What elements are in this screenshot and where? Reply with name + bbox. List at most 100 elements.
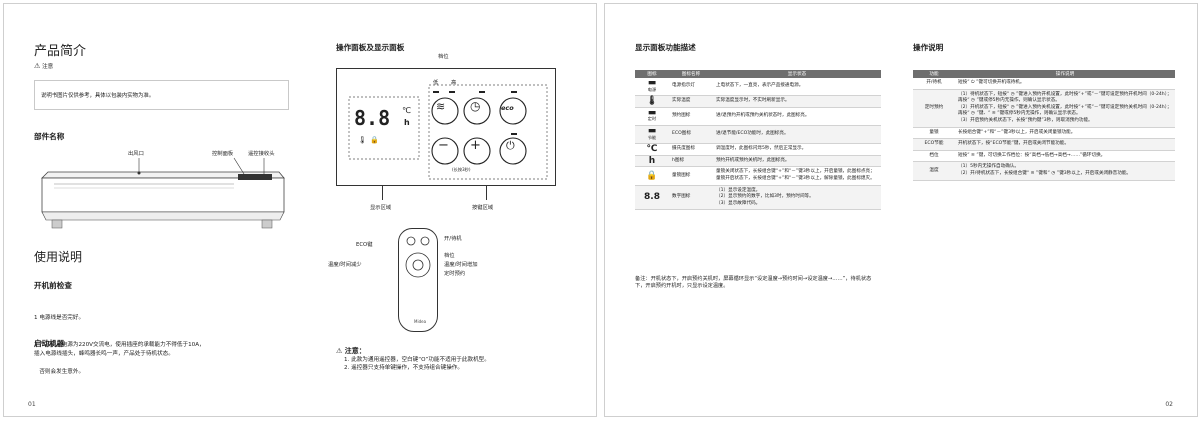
icon-cell: ℃ [635, 143, 669, 156]
remote-label-increase: 温度/时间增加 [444, 262, 478, 268]
label-low: 低 [433, 80, 439, 86]
unit-hour: h [404, 118, 410, 127]
desc-cell: （1）显示设定温度。 （2）显示预约的数字，比如3时，预约时间等。 （3）显示故… [713, 185, 881, 211]
icon-cell: h [635, 155, 669, 168]
desc-cell: 实际温度显示时，不实时刷新显示。 [713, 95, 881, 108]
table-row: ▬定时预约图标进/退预约开机或预约关机状态时，此图标亮。 [635, 107, 881, 126]
note-label: 注意 [42, 64, 54, 70]
part-label-panel: 控制面板 [212, 151, 234, 157]
table-header-cell: 图标 [635, 70, 669, 78]
precheck-item: 2 产品使用电源为220V交流电，使用插座的承载能力不得低于10A， [34, 342, 205, 348]
lock-icon: 🔒 [370, 136, 379, 144]
row-icon: ▬ [647, 78, 657, 88]
caution-heading: ⚠ 注意： [336, 346, 366, 356]
desc-cell: 上电状态下，一直亮，表示产品接通电源。 [713, 78, 881, 97]
name-cell: 电源指示灯 [669, 78, 713, 97]
intro-title: 产品简介 [34, 44, 87, 59]
power-icon: ⏻ [506, 139, 515, 152]
caution-item: 1. 此款为通用遥控器，空白键“O”功能不适用于此款机型。 [344, 357, 490, 363]
label-high: 高 [451, 80, 457, 86]
caution-item: 2. 遥控器只支持单键操作，不支持组合键操作。 [344, 365, 463, 371]
label-key-area: 按键区域 [472, 205, 494, 211]
operation-table: 功能 操作说明 开/待机短按“ ⏻ ”键可切换开机或待机。定时预约（1）待机状态… [913, 70, 1175, 181]
func-cell: ECO节能 [913, 138, 955, 151]
display-function-table: 图标 图标名称 显示状态 ▬电源电源指示灯上电状态下，一直亮，表示产品接通电源。… [635, 70, 881, 211]
desc-cell: 开机状态下，按“ECO节能”键，开启或关闭节能功能。 [955, 138, 1175, 151]
page-number-right: 02 [1165, 401, 1173, 408]
remote-label-decrease: 温度/时间减少 [328, 262, 362, 268]
table-row: ▬电源 电源指示灯上电状态下，一直亮，表示产品接通电源。 [635, 78, 881, 97]
desc-cell: 进/退预约开机或预约关机状态时，此图标亮。 [713, 107, 881, 126]
func-cell: 档位 [913, 150, 955, 163]
func-cell: 定时预约 [913, 89, 955, 128]
precheck-item: 否则会发生意外。 [34, 369, 85, 375]
label-display-area: 显示区域 [370, 205, 392, 211]
table2-title: 操作说明 [913, 43, 944, 52]
lock-hint: (长按3秒) [452, 167, 471, 172]
table-row: 温度（1）5秒内无操作自动确认。 （2）开/待机状态下，长按组合键“ ≋ ”键和… [913, 161, 1175, 181]
icon-cell: 🔒 [635, 166, 669, 186]
precheck-title: 开机前检查 [34, 281, 72, 290]
desc-cell: （1）5秒内无操作自动确认。 （2）开/待机状态下，长按组合键“ ≋ ”键和“ … [955, 161, 1175, 181]
table-header-cell: 操作说明 [955, 70, 1175, 78]
row-icon-sub: 节能 [647, 134, 657, 140]
name-cell: 预约图标 [669, 107, 713, 126]
icon-cell: 🌡 [635, 95, 669, 108]
remote-label-power: 开/待机 [444, 236, 462, 242]
start-text: 插入电源线插头，蜂鸣器长鸣一声，产品处于待机状态。 [34, 351, 174, 357]
name-cell: ECO图标 [669, 125, 713, 145]
row-icon: ▬ [647, 107, 657, 118]
icon-cell: 8.8 [635, 185, 669, 211]
warning-icon: ⚠ [336, 347, 343, 355]
desc-cell: 短按“ ⏻ ”键可切换开机或待机。 [955, 78, 1175, 90]
table1-title: 显示面板功能描述 [635, 43, 696, 52]
table-header-row: 功能 操作说明 [913, 70, 1175, 78]
table-row: 开/待机短按“ ⏻ ”键可切换开机或待机。 [913, 78, 1175, 90]
func-cell: 童锁 [913, 127, 955, 140]
table-row: 🌡实际温度实际温度显示时，不实时刷新显示。 [635, 95, 881, 108]
eco-icon: eco [501, 104, 514, 112]
table-row: ECO节能开机状态下，按“ECO节能”键，开启或关闭节能功能。 [913, 138, 1175, 151]
start-title: 启动机器 [34, 339, 65, 348]
icon-cell: ▬节能 [635, 125, 669, 145]
fan-gear-icon: ≋ [436, 100, 446, 113]
timer-icon: ◷ [470, 99, 481, 113]
minus-icon: − [438, 138, 449, 153]
panel-title: 操作面板及显示面板 [336, 43, 405, 52]
leader-line [382, 186, 383, 200]
parts-title: 部件名称 [34, 132, 65, 141]
unit-celsius: ℃ [402, 106, 411, 115]
table-row: 定时预约（1）待机状态下，短按“ ◷ ”键进入预约开机设置，此时按“+”或“－”… [913, 89, 1175, 128]
table-header-cell: 显示状态 [713, 70, 881, 78]
name-cell: 实际温度 [669, 95, 713, 108]
table1-note: 备注：开机状态下，开启预约关机时，屏幕循环显示“设定温度→预约时间→设定温度→…… [635, 276, 872, 289]
control-panel-frame [336, 68, 556, 186]
control-panel-drawing [348, 84, 548, 180]
desc-cell: 短按“ ≋ ”键，可切换工作档位：按“高档→低档→高档→……”循环切换。 [955, 150, 1175, 163]
desc-cell: 进/退节能/ECO功能时，此图标亮。 [713, 125, 881, 145]
table-header-cell: 图标名称 [669, 70, 713, 78]
precheck-item: 1 电源线是否完好。 [34, 315, 85, 321]
note-heading: ⚠ 注意 [34, 62, 53, 70]
icon-cell: ▬定时 [635, 107, 669, 126]
row-icon-sub: 电源 [647, 86, 657, 92]
note-box: 说明书图片仅供参考，具体以包装内实物为准。 [34, 80, 289, 110]
page-right: 显示面板功能描述 图标 图标名称 显示状态 ▬电源电源指示灯上电状态下，一直亮，… [604, 3, 1198, 417]
note-text: 说明书图片仅供参考，具体以包装内实物为准。 [41, 93, 155, 99]
func-cell: 温度 [913, 161, 955, 181]
table-row: 档位短按“ ≋ ”键，可切换工作档位：按“高档→低档→高档→……”循环切换。 [913, 150, 1175, 163]
warning-icon: ⚠ [34, 62, 41, 70]
label-swing: 档位 [438, 54, 449, 60]
row-icon-sub: 定时 [647, 116, 657, 122]
plus-icon: + [470, 138, 481, 153]
leader-line [486, 186, 487, 200]
desc-cell: 预约开机或预约关机时，此图标亮。 [713, 155, 881, 168]
remote-label-gear: 档位 [444, 253, 455, 259]
row-icon: 8.8 [644, 192, 660, 203]
row-icon: 🔒 [646, 170, 658, 181]
caution-title: 注意： [344, 347, 366, 355]
remote-brand: Midea [414, 319, 427, 324]
row-icon: ℃ [646, 144, 658, 155]
